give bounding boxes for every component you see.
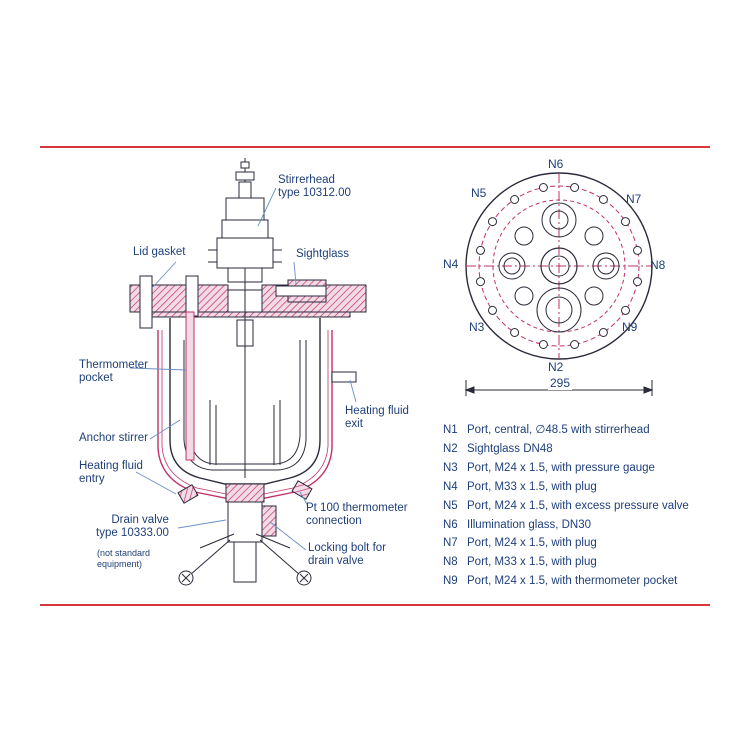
legend-code: N9: [443, 575, 458, 588]
port-n2-outer: [536, 287, 582, 333]
port-label-n7: N7: [626, 192, 642, 206]
port-n7: [584, 226, 604, 246]
top-rule: [40, 146, 710, 148]
bolt-holes: [476, 183, 642, 349]
legend-text: Port, M33 x 1.5, with plug: [467, 480, 597, 493]
port-n5: [514, 226, 534, 246]
legend-row-n5: N5 Port, M24 x 1.5, with excess pressure …: [443, 497, 689, 516]
bolt-hole: [570, 340, 580, 349]
bottom-rule: [40, 604, 710, 606]
legend-text: Sightglass DN48: [467, 442, 553, 455]
port-n1-outer: [540, 247, 578, 285]
bolt-hole: [510, 195, 520, 204]
port-n4-inner: [503, 257, 521, 275]
port-label-n3: N3: [469, 320, 485, 334]
legend-row-n6: N6 Illumination glass, DN30: [443, 516, 689, 535]
drain-valve-drawing: [177, 480, 313, 586]
legend-row-n3: N3 Port, M24 x 1.5, with pressure gauge: [443, 459, 689, 478]
bolt-hole: [510, 328, 520, 337]
port-label-n2: N2: [548, 360, 564, 374]
side-section-view: [129, 158, 367, 586]
port-n9: [584, 286, 604, 306]
legend-code: N3: [443, 461, 458, 474]
legend-text: Port, M33 x 1.5, with plug: [467, 556, 597, 569]
thermometer-pocket-drawing: [185, 311, 195, 461]
leader-lines: [129, 187, 357, 551]
bolt-hole: [598, 195, 608, 204]
port-n3: [514, 286, 534, 306]
bolt-hole: [633, 245, 642, 255]
port-label-n9: N9: [622, 320, 638, 334]
diameter-dimension: 295: [548, 376, 573, 390]
legend-code: N8: [443, 556, 458, 569]
legend-text: Port, M24 x 1.5, with thermometer pocket: [467, 575, 678, 588]
bolt-hole: [476, 277, 485, 287]
bolt-hole: [621, 305, 630, 315]
port-n6-outer: [541, 202, 577, 238]
legend-row-n8: N8 Port, M33 x 1.5, with plug: [443, 553, 689, 572]
bolt-hole: [476, 245, 485, 255]
legend-code: N4: [443, 480, 458, 493]
legend-text: Port, central, ∅48.5 with stirrerhead: [467, 424, 650, 436]
legend-row-n9: N9 Port, M24 x 1.5, with thermometer pock…: [443, 572, 689, 591]
port-n4: [498, 252, 526, 280]
legend-row-n4: N4 Port, M33 x 1.5, with plug: [443, 478, 689, 497]
legend-code: N7: [443, 537, 458, 550]
bolt-hole: [538, 340, 548, 349]
bolt-hole: [598, 328, 608, 337]
legend-text: Port, M24 x 1.5, with plug: [467, 537, 597, 550]
port-label-n4: N4: [443, 257, 459, 271]
top-plan-view: [464, 172, 654, 396]
port-n8: [592, 252, 620, 280]
sightglass-label: Sightglass: [296, 248, 350, 260]
legend-code: N2: [443, 442, 458, 455]
bolt-hole: [570, 183, 580, 192]
legend-code: N6: [443, 518, 458, 531]
legend-text: Illumination glass, DN30: [467, 518, 592, 531]
port-n1-inner: [548, 255, 570, 277]
port-n8-inner: [597, 257, 615, 275]
port-n2-inner: [545, 296, 573, 324]
port-n6-inner: [549, 210, 569, 230]
bolt-hole: [538, 183, 548, 192]
legend-text: Port, M24 x 1.5, with pressure gauge: [467, 461, 655, 474]
lid-gasket-label: Lid gasket: [133, 246, 186, 258]
legend-row-n1: N1 Port, central, ∅48.5 with stirrerhead: [443, 421, 689, 440]
legend-code: N1: [443, 424, 458, 436]
legend-row-n7: N7 Port, M24 x 1.5, with plug: [443, 534, 689, 553]
legend-code: N5: [443, 499, 458, 512]
bolt-hole: [621, 217, 630, 227]
bolt-hole: [633, 277, 642, 287]
port-label-n5: N5: [471, 186, 487, 200]
legend-text: Port, M24 x 1.5, with excess pressure va…: [467, 499, 689, 512]
port-label-n8: N8: [650, 258, 666, 272]
anchor-stirrer-label: Anchor stirrer: [79, 432, 149, 444]
legend-row-n2: N2 Sightglass DN48: [443, 440, 689, 459]
bolt-hole: [488, 217, 497, 227]
port-label-n6: N6: [548, 157, 564, 171]
bolt-hole: [488, 305, 497, 315]
lid-flange: [129, 275, 367, 329]
stirrerhead-drawing: [208, 158, 282, 283]
